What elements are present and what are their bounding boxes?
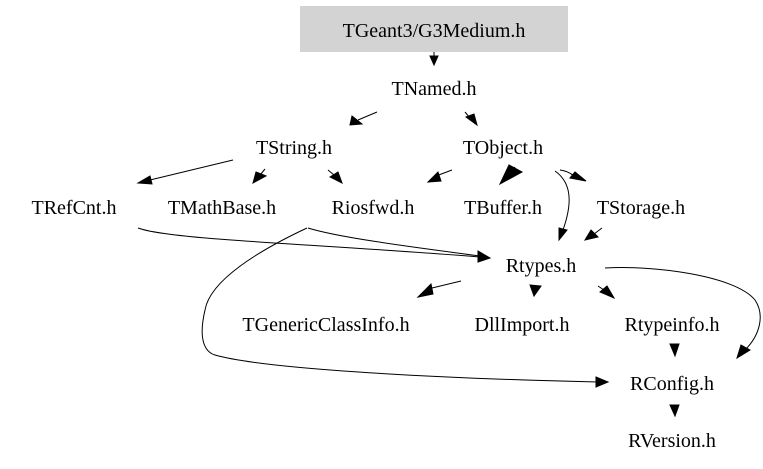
arrowhead-tstring-from-tnamed (349, 115, 364, 126)
arrowhead-tgeneric (416, 282, 434, 298)
node-tmathbase[interactable]: TMathBase.h (168, 197, 276, 219)
arrowhead-rtypes-from-tstorage (583, 229, 599, 241)
node-riosfwd[interactable]: Riosfwd.h (332, 197, 415, 219)
arrowhead-dllimport (529, 284, 542, 298)
node-rversion[interactable]: RVersion.h (628, 430, 716, 452)
node-tbuffer[interactable]: TBuffer.h (464, 197, 542, 219)
node-rtypeinfo[interactable]: Rtypeinfo.h (625, 314, 720, 336)
arrowhead-tnamed (429, 55, 439, 67)
node-rconfig[interactable]: RConfig.h (630, 373, 714, 395)
node-box-root (300, 6, 568, 52)
edge-riosfwd-rconfig (201, 227, 599, 383)
arrowhead-rversion (669, 404, 680, 418)
node-tstorage[interactable]: TStorage.h (597, 197, 685, 219)
edge-tstring-trefcnt (149, 159, 234, 181)
arrowhead-rtypes-from-tobject (558, 227, 568, 242)
nodes: TGeant3/G3Medium.h TNamed.h TString.h TO… (32, 20, 720, 452)
edge-tstorage-rtypes (593, 227, 603, 235)
edge-trefcnt-rtypes (137, 227, 481, 258)
arrowhead-riosfwd-from-tstring (328, 171, 343, 185)
arrowhead-rtypes-from-left (477, 250, 492, 263)
arrowhead-rconfig-from-rtypes (736, 344, 751, 360)
edges (136, 52, 761, 418)
node-tstring[interactable]: TString.h (256, 137, 332, 159)
node-rtypes[interactable]: Rtypes.h (506, 255, 577, 277)
arrowhead-tstorage (569, 171, 587, 182)
node-dllimport[interactable]: DllImport.h (475, 314, 570, 336)
edge-tstring-riosfwd (327, 169, 335, 176)
node-tobject[interactable]: TObject.h (463, 137, 543, 159)
arrowhead-tmathbase (252, 171, 268, 184)
arrowhead-trefcnt (136, 175, 153, 185)
node-trefcnt[interactable]: TRefCnt.h (32, 197, 117, 219)
node-root[interactable]: TGeant3/G3Medium.h (343, 20, 526, 42)
arrowhead-riosfwd-from-tobject (426, 171, 442, 183)
node-tgenericclassinfo[interactable]: TGenericClassInfo.h (242, 314, 409, 336)
arrowhead-tbuffer (498, 164, 524, 186)
edge-riosfwd-rtypes (307, 227, 481, 257)
edge-tnamed-tstring (357, 111, 378, 121)
edge-rtypes-rconfig (604, 267, 761, 351)
arrowhead-rconfig-from-rtypeinfo (669, 343, 680, 358)
arrowhead-tobject (464, 113, 478, 127)
arrowhead-rconfig-from-riosfwd (595, 376, 610, 388)
node-tnamed[interactable]: TNamed.h (392, 78, 477, 100)
edge-rtypes-tgeneric (431, 280, 462, 289)
edge-tobject-rtypes (554, 170, 570, 231)
arrowhead-rtypeinfo (599, 285, 616, 300)
